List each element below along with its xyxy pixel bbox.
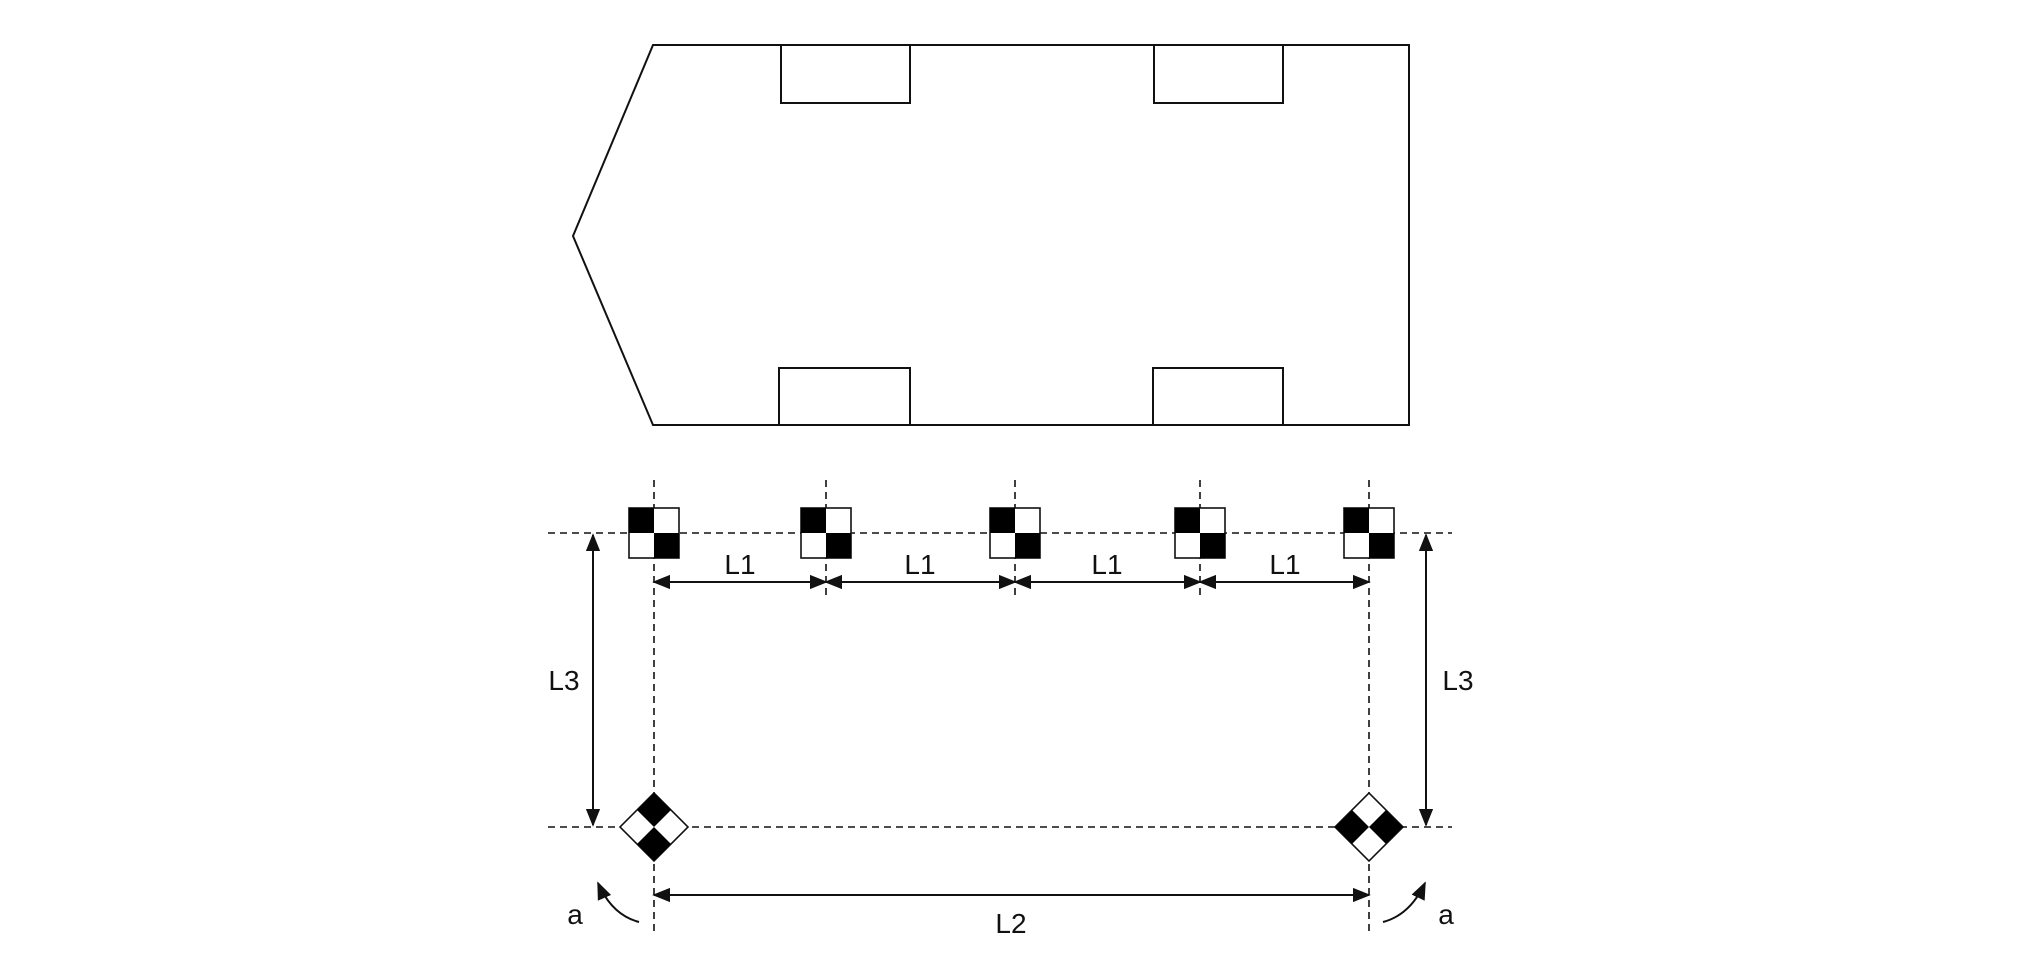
diamond-target-1 xyxy=(618,791,690,863)
label-l3-left: L3 xyxy=(548,665,579,696)
label-l2: L2 xyxy=(995,908,1026,939)
checkerboard-targets xyxy=(628,507,1395,559)
label-l1-2: L1 xyxy=(904,549,935,580)
dimension-labels: L1 L1 L1 L1 L2 L3 L3 a a xyxy=(548,549,1473,939)
wheel-front-right xyxy=(778,367,911,426)
label-l1-4: L1 xyxy=(1269,549,1300,580)
angle-arrow-left xyxy=(597,881,640,923)
wheel-front-left xyxy=(780,44,911,104)
label-l1-1: L1 xyxy=(724,549,755,580)
wheel-rear-right xyxy=(1152,367,1284,426)
checkerboard-target-2 xyxy=(800,507,852,559)
label-angle-right: a xyxy=(1438,899,1454,930)
checkerboard-target-4 xyxy=(1174,507,1226,559)
checkerboard-target-1 xyxy=(628,507,680,559)
checkerboard-target-5 xyxy=(1343,507,1395,559)
vehicle-outline xyxy=(571,44,1410,426)
angle-arrow-right xyxy=(1382,881,1426,923)
dimension-lines xyxy=(585,533,1434,923)
checkerboard-target-3 xyxy=(989,507,1041,559)
diamond-target-2 xyxy=(1333,791,1405,863)
label-angle-left: a xyxy=(567,899,583,930)
diamond-targets xyxy=(618,791,1405,863)
label-l1-3: L1 xyxy=(1091,549,1122,580)
wheel-rear-left xyxy=(1153,44,1284,104)
label-l3-right: L3 xyxy=(1442,665,1473,696)
